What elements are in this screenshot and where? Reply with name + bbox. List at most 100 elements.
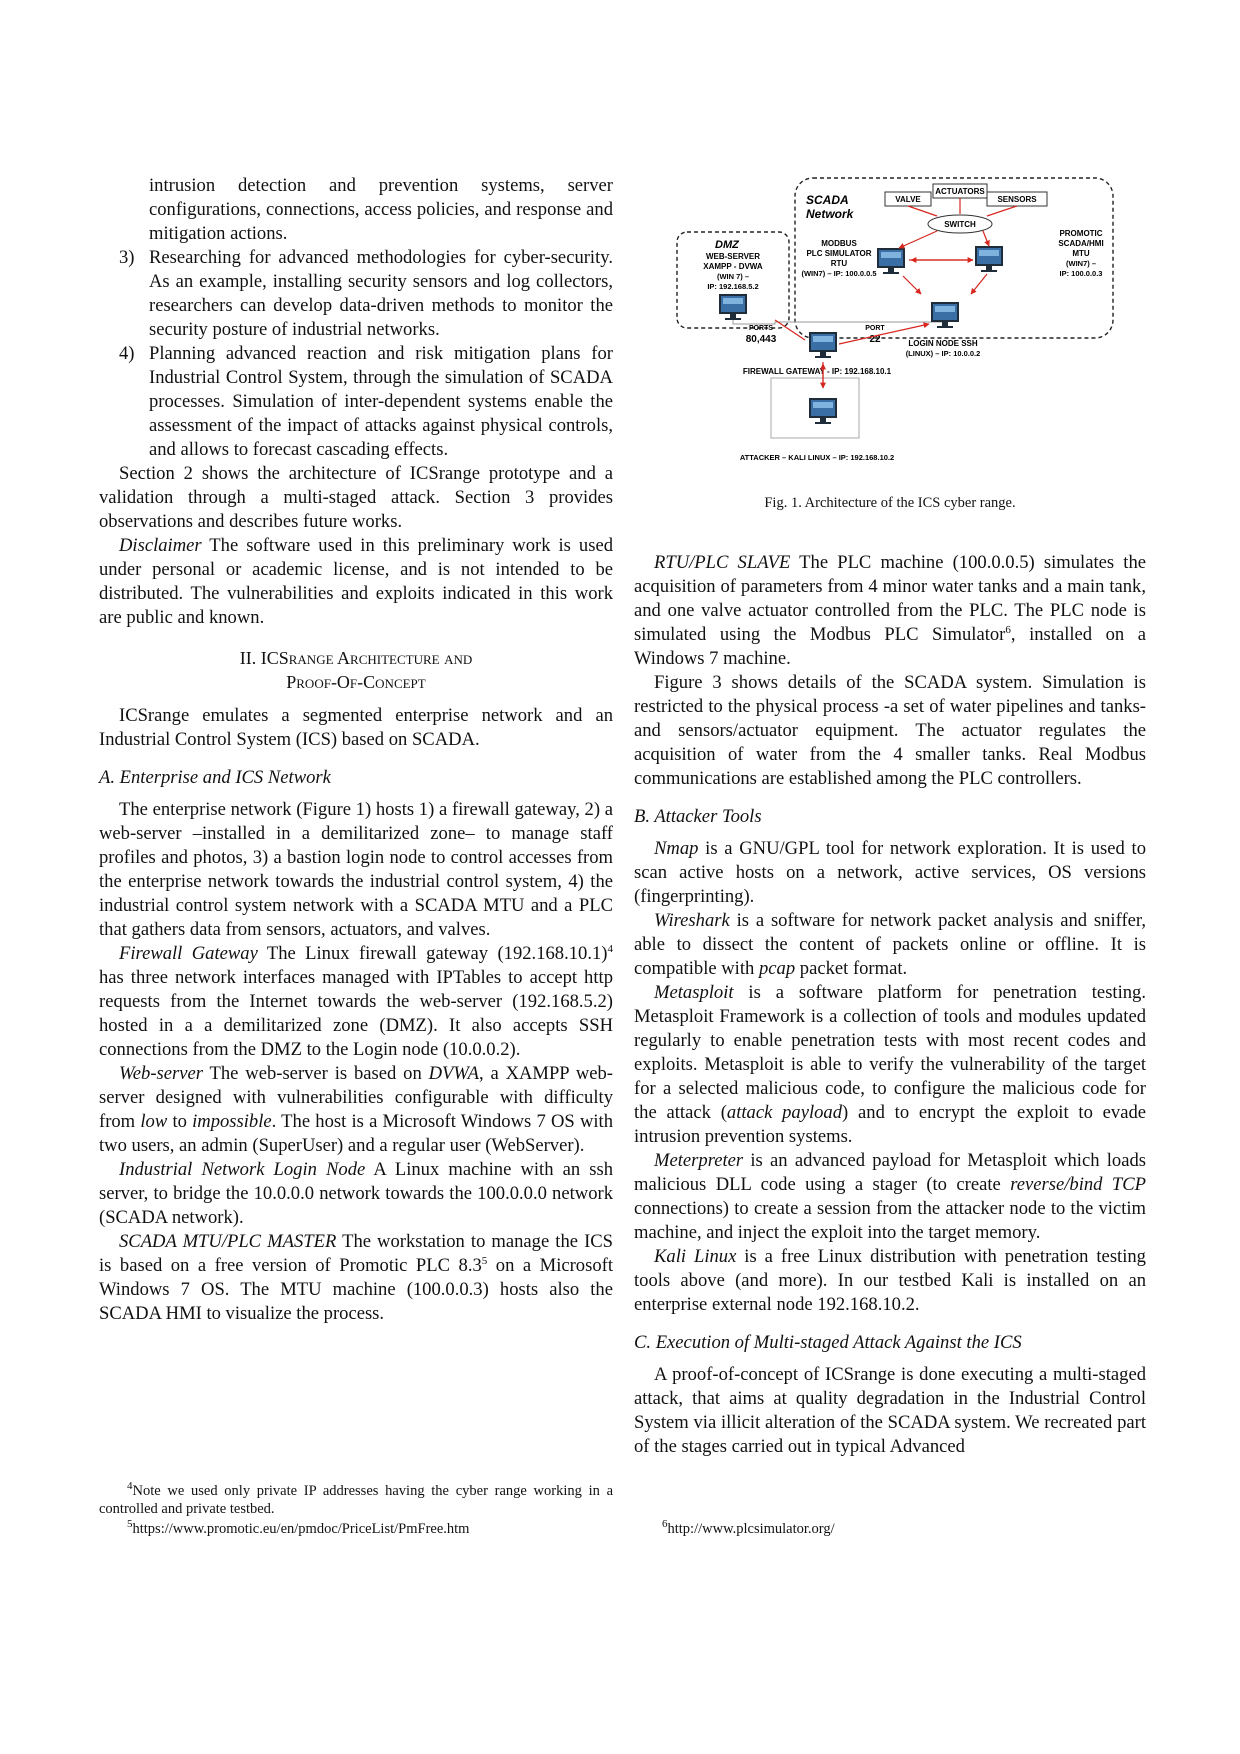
login-label: LOGIN NODE SSH xyxy=(908,339,978,348)
link xyxy=(907,205,938,217)
scada-network-boundary xyxy=(794,177,1114,339)
actuators-label: ACTUATORS xyxy=(935,187,985,196)
firewall-label: FIREWALL GATEWAY - IP: 192.168.10.1 xyxy=(743,367,892,376)
dmz-title: DMZ xyxy=(715,239,740,251)
ports-label: PORTS xyxy=(749,325,773,332)
emphasis: reverse/bind TCP xyxy=(1010,1174,1146,1195)
section-heading-line1: II. ICSrange Architecture and xyxy=(239,648,473,668)
paragraph-wireshark: Wireshark is a software for network pack… xyxy=(634,909,1146,981)
paragraph-intro: ICSrange emulates a segmented enterprise… xyxy=(99,705,613,750)
paragraph-rtu: RTU/PLC SLAVE The PLC machine (100.0.0.5… xyxy=(634,551,1146,671)
ports-value: 80,443 xyxy=(746,334,777,345)
run-in-label: Industrial Network Login Node xyxy=(119,1159,366,1180)
paragraph-text: The PLC machine (100.0.0.5) simulates th… xyxy=(634,552,1147,645)
paragraph-login-node: Industrial Network Login Node A Linux ma… xyxy=(99,1158,613,1230)
section-heading-line2: Proof-Of-Concept xyxy=(286,672,426,692)
attacker-label: ATTACKER – KALI LINUX – IP: 192.168.10.2 xyxy=(740,453,894,462)
paragraph-firewall: Firewall Gateway The Linux firewall gate… xyxy=(99,942,613,1062)
footnote-ref: 4 xyxy=(607,942,613,955)
paragraph-text: The web-server is based on xyxy=(203,1063,429,1084)
list-item-continuation: intrusion detection and prevention syste… xyxy=(149,175,613,244)
dmz-label: WEB-SERVER xyxy=(706,252,760,261)
emphasis: DVWA xyxy=(428,1063,479,1084)
scada-title: SCADA xyxy=(806,193,849,207)
paragraph-text: on a Microsoft Windows 7 OS. The MTU mac… xyxy=(99,1255,613,1324)
connector xyxy=(732,320,945,325)
footnote-4: 4Note we used only private IP addresses … xyxy=(99,1480,613,1518)
port-label: PORT xyxy=(865,325,885,332)
modbus-label: (WIN7) – IP: 100.0.0.5 xyxy=(801,269,876,278)
promotic-label: SCADA/HMI xyxy=(1058,239,1103,248)
paragraph-nmap: Nmap is a GNU/GPL tool for network explo… xyxy=(634,837,1146,909)
architecture-diagram: SCADA Network VALVE ACTUATORS SENSORS SW… xyxy=(675,174,1115,474)
run-in-label: Disclaimer xyxy=(119,535,202,556)
list-item-3: 3) Researching for advanced methodologie… xyxy=(99,246,613,342)
link xyxy=(902,275,922,295)
login-node-computer-icon xyxy=(931,302,959,328)
paragraph-text: The Linux firewall gateway (192.168.10.1… xyxy=(257,943,608,964)
emphasis: attack payload xyxy=(726,1102,843,1123)
paragraph-text: , a XAMPP web-server designed with vulne… xyxy=(99,1063,613,1132)
link xyxy=(986,205,1018,217)
paragraph-mtu: SCADA MTU/PLC MASTER The workstation to … xyxy=(99,1230,613,1326)
link xyxy=(838,322,930,345)
figure-caption: Fig. 1. Architecture of the ICS cyber ra… xyxy=(764,495,1016,511)
run-in-label: Wireshark xyxy=(654,910,730,931)
paragraph-text: has three network interfaces managed wit… xyxy=(99,967,613,1060)
diagram-canvas: SCADA Network VALVE ACTUATORS SENSORS SW… xyxy=(676,177,1114,462)
footnote-5: 5https://www.promotic.eu/en/pmdoc/PriceL… xyxy=(99,1519,613,1538)
port-value: 22 xyxy=(869,334,881,345)
dmz-label: (WIN 7) – xyxy=(717,272,749,281)
switch-label: SWITCH xyxy=(944,220,976,229)
footnote-link: http://www.plcsimulator.org/ xyxy=(667,1521,835,1537)
dmz-label: IP: 192.168.5.2 xyxy=(707,282,758,291)
paragraph-text: connections) to create a session from th… xyxy=(634,1198,1146,1243)
paragraph-text: ) and to encrypt the exploit to evade in… xyxy=(634,1102,1147,1147)
promotic-label: PROMOTIC xyxy=(1059,229,1102,238)
run-in-label: Metasploit xyxy=(654,982,734,1003)
run-in-label: Kali Linux xyxy=(654,1246,737,1267)
run-in-label: RTU/PLC SLAVE xyxy=(654,552,791,573)
paragraph-meterpreter: Meterpreter is an advanced payload for M… xyxy=(634,1149,1146,1245)
run-in-label: SCADA MTU/PLC MASTER xyxy=(119,1231,337,1252)
link xyxy=(774,319,806,341)
paragraph-text: is a software for network packet analysi… xyxy=(634,910,1146,979)
promotic-label: MTU xyxy=(1072,249,1090,258)
footnote-mark: 6 xyxy=(662,1518,668,1531)
footnote-ref: 5 xyxy=(481,1254,488,1267)
footnote-mark: 4 xyxy=(127,1480,133,1493)
footnote-ref: 6 xyxy=(1005,623,1011,636)
modbus-label: RTU xyxy=(831,259,848,268)
login-label: (LINUX) – IP: 10.0.0.2 xyxy=(906,349,981,358)
paragraph-text: A Linux machine with an ssh server, to b… xyxy=(99,1159,613,1228)
paragraph-text: is a GNU/GPL tool for network exploratio… xyxy=(634,838,1146,907)
promotic-label: IP: 100.0.0.3 xyxy=(1060,269,1103,278)
attacker-frame xyxy=(770,377,860,439)
promotic-label: (WIN7) – xyxy=(1066,259,1096,268)
paragraph-execution: A proof-of-concept of ICSrange is done e… xyxy=(634,1364,1146,1457)
modbus-label: PLC SIMULATOR xyxy=(806,249,871,258)
paragraph-text: is an advanced payload for Metasploit wh… xyxy=(634,1150,1146,1195)
run-in-label: Firewall Gateway xyxy=(119,943,258,964)
paragraph-text: is a free Linux distribution with penetr… xyxy=(634,1246,1146,1315)
plc-computer-icon xyxy=(877,248,905,274)
list-item-4: 4) Planning advanced reaction and risk m… xyxy=(99,342,613,462)
link xyxy=(898,230,938,249)
paragraph-webserver: Web-server The web-server is based on DV… xyxy=(99,1062,613,1158)
emphasis: pcap xyxy=(758,958,796,979)
paragraph-text: packet format. xyxy=(795,958,908,979)
modbus-label: MODBUS xyxy=(821,239,857,248)
paragraph-metasploit: Metasploit is a software platform for pe… xyxy=(634,981,1146,1149)
paragraph-figure3: Figure 3 shows details of the SCADA syst… xyxy=(634,672,1146,789)
paragraph-text: is a software platform for penetration t… xyxy=(634,982,1146,1123)
paragraph-disclaimer: Disclaimer The software used in this pre… xyxy=(99,534,613,630)
run-in-label: Web-server xyxy=(119,1063,203,1084)
left-column: intrusion detection and prevention syste… xyxy=(99,174,613,1326)
link xyxy=(982,230,990,247)
paragraph-text: . The host is a Microsoft Windows 7 OS w… xyxy=(99,1111,613,1156)
link xyxy=(970,273,988,295)
footnote-link: https://www.promotic.eu/en/pmdoc/PriceLi… xyxy=(132,1521,470,1537)
scada-subtitle: Network xyxy=(806,207,855,221)
attacker-computer-icon xyxy=(809,398,837,424)
section-heading: II. ICSrange Architecture and Proof-Of-C… xyxy=(99,646,613,694)
